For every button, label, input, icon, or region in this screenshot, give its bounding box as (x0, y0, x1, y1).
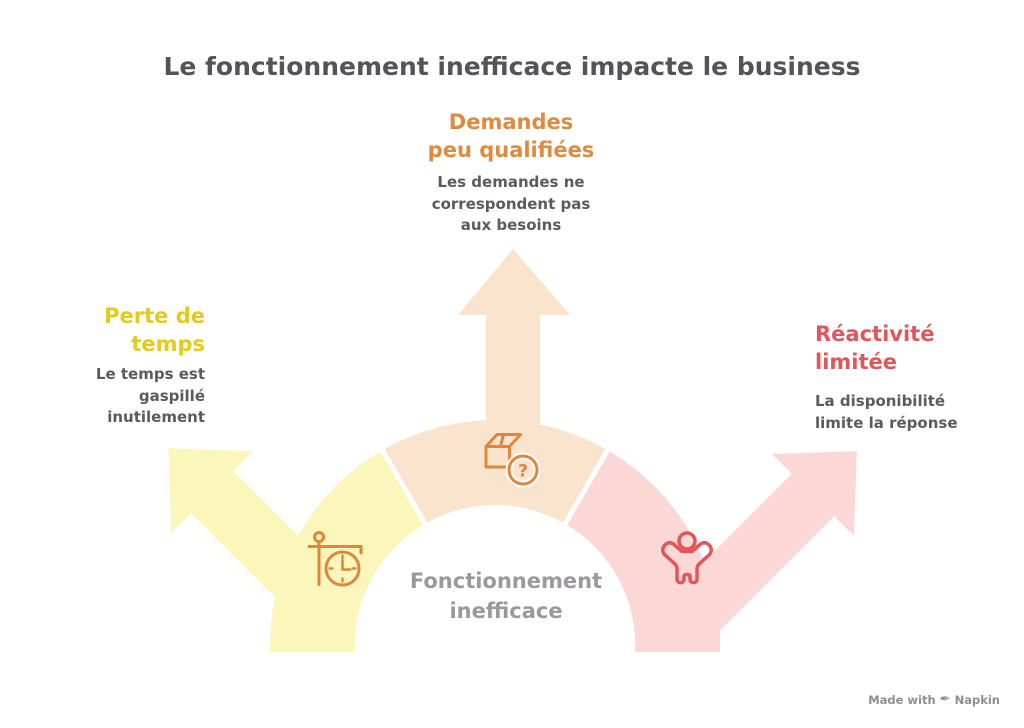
desc-perte-de-temps: Le temps est gaspillé inutilement (0, 364, 205, 429)
desc-line: limite la réponse (815, 413, 958, 432)
segment-divider-right (562, 448, 610, 526)
desc-line: La disponibilité (815, 392, 946, 410)
segment-divider-left (380, 448, 428, 526)
made-with-label: Made with (868, 692, 936, 707)
center-label: Fonctionnement inefficace (356, 566, 656, 626)
heading-line: temps (131, 332, 205, 356)
heading-demandes-peu-qualifiees: Demandes peu qualifiées (361, 108, 661, 164)
heading-line: peu qualifiées (427, 138, 595, 162)
heading-line: limitée (815, 350, 898, 374)
desc-line: inutilement (107, 408, 205, 426)
heading-line: Réactivité (815, 322, 935, 346)
desc-reactivite-limitee: La disponibilité limite la réponse (815, 391, 1024, 434)
desc-line: aux besoins (460, 216, 562, 234)
desc-demandes-peu-qualifiees: Les demandes ne correspondent pas aux be… (386, 172, 636, 237)
napkin-credit: Made with ✒ Napkin (868, 692, 1000, 707)
left-branch-shape (168, 448, 426, 652)
center-label-line: inefficace (449, 599, 563, 623)
hanging-clock-icon (307, 531, 363, 587)
napkin-brand-label: Napkin (954, 692, 1000, 707)
heading-line: Perte de (104, 304, 205, 328)
heading-line: Demandes (448, 110, 574, 134)
person-icon (661, 531, 713, 585)
heading-perte-de-temps: Perte de temps (0, 302, 205, 358)
center-label-line: Fonctionnement (409, 569, 603, 593)
question-mark: ? (518, 462, 528, 482)
heading-reactivite-limitee: Réactivité limitée (815, 320, 1024, 376)
desc-line: Le temps est (95, 365, 205, 383)
napkin-pen-icon: ✒ (939, 692, 951, 707)
desc-line: Les demandes ne (437, 173, 585, 191)
top-branch-shape (382, 249, 608, 524)
question-circle (507, 454, 539, 486)
desc-line: correspondent pas (431, 194, 591, 213)
page-title: Le fonctionnement inefficace impacte le … (163, 52, 861, 81)
right-branch-shape (565, 450, 857, 652)
package-question-icon (484, 433, 522, 469)
desc-line: gaspillé (138, 386, 205, 405)
